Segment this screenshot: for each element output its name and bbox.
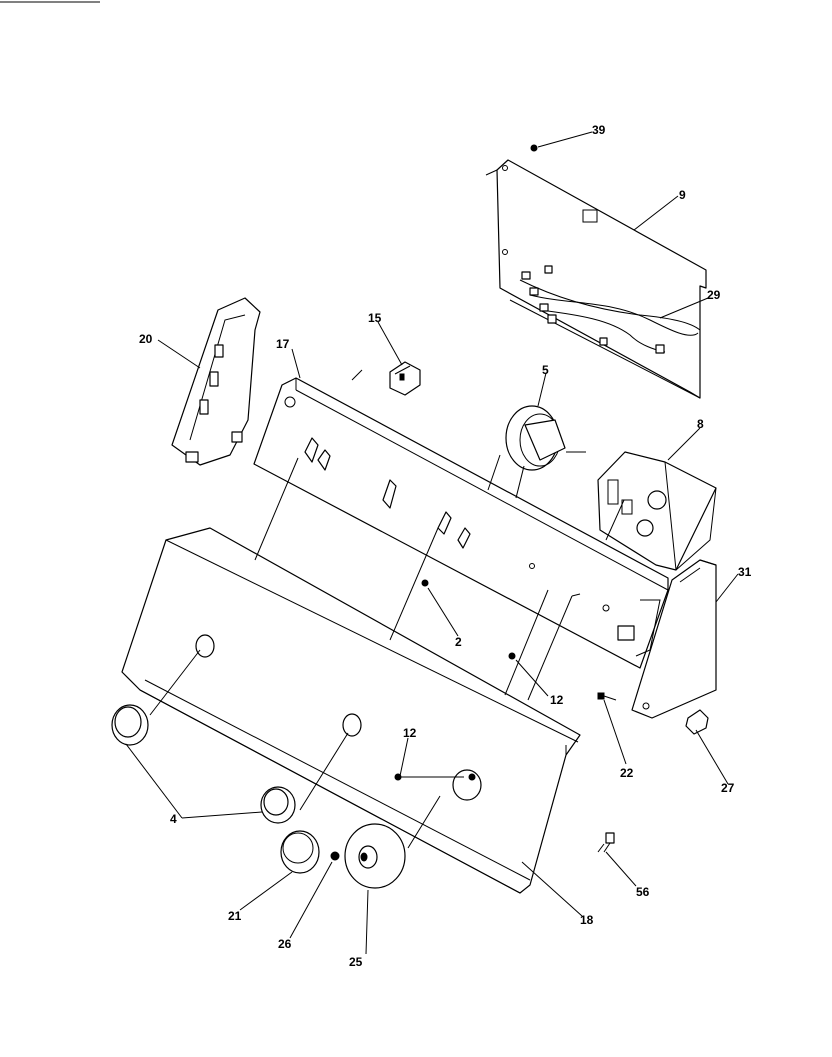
callout-56: 56 — [636, 885, 650, 899]
knob-center — [260, 786, 296, 824]
switch — [389, 361, 421, 396]
screw — [530, 144, 538, 152]
callout-9: 9 — [679, 188, 686, 202]
timer-dial — [344, 823, 406, 889]
callout-22: 22 — [620, 766, 634, 780]
fasteners — [394, 579, 516, 781]
callout-labels: 39 9 29 20 15 17 5 8 31 2 12 12 22 27 4 … — [139, 123, 752, 969]
assembly-guide-lines — [149, 369, 625, 849]
callout-31: 31 — [738, 565, 752, 579]
callout-5: 5 — [542, 363, 549, 377]
callout-8: 8 — [697, 417, 704, 431]
callout-29: 29 — [707, 288, 721, 302]
callout-26: 26 — [278, 937, 292, 951]
knob-left — [111, 704, 149, 746]
callout-18: 18 — [580, 913, 594, 927]
callout-20: 20 — [139, 332, 153, 346]
callout-2: 2 — [455, 635, 462, 649]
control-bracket-left — [171, 297, 261, 466]
screw-56 — [597, 832, 615, 853]
screw-22 — [597, 692, 617, 701]
callout-leaders — [125, 131, 739, 955]
callout-4: 4 — [170, 812, 177, 826]
callout-12-console: 12 — [403, 726, 417, 740]
callout-27: 27 — [721, 781, 735, 795]
callout-15: 15 — [368, 311, 382, 325]
washer — [330, 851, 340, 861]
knob-cap — [280, 830, 320, 874]
callout-39: 39 — [592, 123, 606, 137]
clip — [685, 709, 709, 735]
timer-dial-assembly — [505, 405, 586, 471]
rear-panel — [485, 159, 707, 399]
callout-17: 17 — [276, 337, 290, 351]
control-panel-back — [253, 377, 669, 669]
callout-21: 21 — [228, 909, 242, 923]
timer — [597, 451, 717, 571]
callout-12-panel: 12 — [550, 693, 564, 707]
wire-harness — [519, 265, 701, 354]
callout-25: 25 — [349, 955, 363, 969]
right-end-cap — [631, 559, 717, 719]
